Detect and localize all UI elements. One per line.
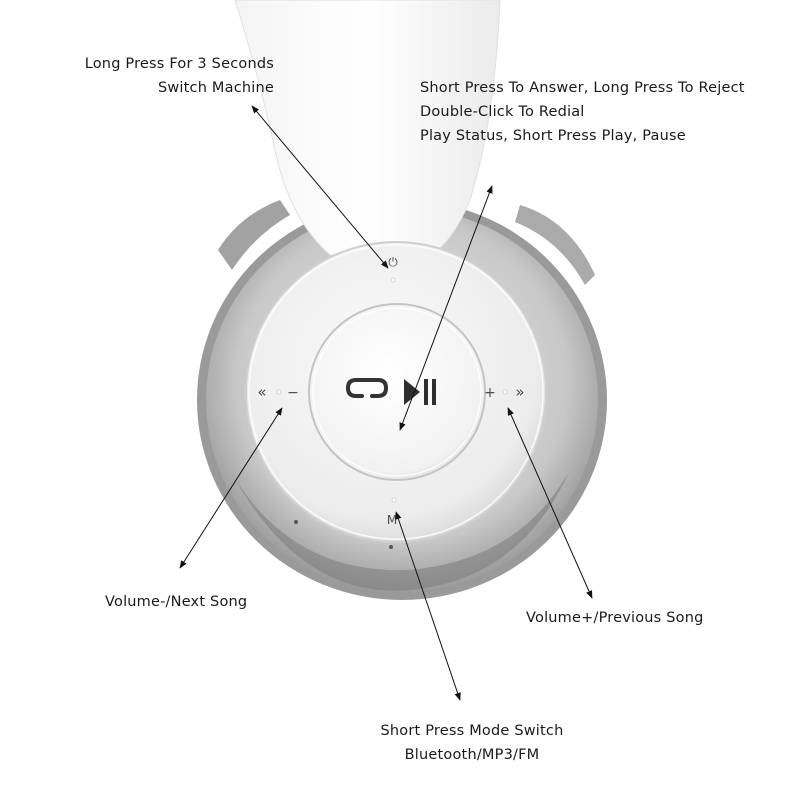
- minus-icon: −: [287, 385, 299, 401]
- power-icon: ⏻: [388, 255, 398, 269]
- volume-up-annotation: Volume+/Previous Song: [526, 606, 704, 630]
- double-chevron-left-icon: «: [257, 383, 266, 401]
- call-play-annotation-line-2: Double-Click To Redial: [420, 104, 585, 120]
- phone-icon: [346, 378, 389, 398]
- mic-hole: [294, 520, 298, 524]
- call-play-annotation-line-3: Play Status, Short Press Play, Pause: [420, 128, 686, 144]
- plus-icon: +: [484, 385, 496, 401]
- mode-button[interactable]: M: [387, 497, 397, 527]
- play-pause-call-button[interactable]: [308, 303, 486, 481]
- volume-down-button[interactable]: « −: [257, 383, 298, 401]
- led-dot: [389, 545, 393, 549]
- arrow-volume-down: [179, 407, 283, 569]
- volume-up-annotation-line-1: Volume+/Previous Song: [526, 610, 704, 626]
- annotation-arrows: [179, 105, 593, 701]
- arrow-mode: [395, 511, 461, 701]
- call-play-annotation: Short Press To Answer, Long Press To Rej…: [420, 76, 745, 148]
- power-annotation: Long Press For 3 Seconds Switch Machine: [40, 52, 274, 100]
- arrow-volume-up: [507, 407, 593, 599]
- call-play-annotation-line-1: Short Press To Answer, Long Press To Rej…: [420, 80, 745, 96]
- power-annotation-line-2: Switch Machine: [157, 80, 274, 96]
- volume-down-annotation: Volume-/Next Song: [105, 590, 247, 614]
- double-chevron-right-icon: »: [515, 383, 524, 401]
- volume-down-annotation-line-1: Volume-/Next Song: [105, 594, 248, 610]
- power-button[interactable]: ⏻: [388, 255, 398, 283]
- power-annotation-line-1: Long Press For 3 Seconds: [84, 56, 274, 72]
- arrow-power: [251, 105, 389, 269]
- mode-annotation: Short Press Mode Switch Bluetooth/MP3/FM: [344, 719, 600, 767]
- mode-annotation-line-2: Bluetooth/MP3/FM: [404, 747, 540, 763]
- mode-annotation-line-1: Short Press Mode Switch: [380, 723, 564, 739]
- mode-icon: M: [387, 513, 397, 527]
- arrow-center: [399, 185, 493, 431]
